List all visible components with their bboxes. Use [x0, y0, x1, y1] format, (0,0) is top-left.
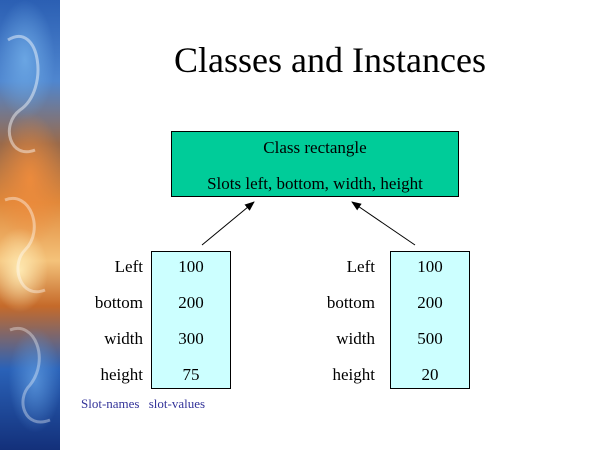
right-instance-slot-name: height	[332, 365, 376, 384]
left-instance-slot-name: bottom	[94, 293, 143, 312]
right-instance-slot-value: 100	[417, 257, 443, 276]
right-instance-slot-name: Left	[346, 257, 375, 276]
right-instance-slot-value: 500	[417, 329, 443, 348]
right-instance-slot-name: bottom	[326, 293, 375, 312]
right-instance-slot-value: 200	[417, 293, 443, 312]
slide-title: Classes and Instances	[174, 40, 486, 80]
right-instance-slot-value: 20	[421, 365, 439, 384]
class-slots-text: Slots left, bottom, width, height	[207, 174, 423, 193]
slot-caption: Slot-names slot-values	[81, 396, 205, 412]
decorative-side-band	[0, 0, 60, 450]
left-instance-slot-name: height	[100, 365, 144, 384]
right-instance-slot-name: width	[336, 329, 375, 348]
left-instance-values-box: 100 200 300 75	[151, 251, 231, 389]
slot-values-caption: slot-values	[148, 396, 206, 411]
left-instance-slot-name: width	[104, 329, 143, 348]
class-rectangle-box: Class rectangle Slots left, bottom, widt…	[171, 131, 459, 197]
left-instance-arrow	[201, 201, 255, 246]
left-instance-slot-name: Left	[114, 257, 143, 276]
class-name-text: Class rectangle	[263, 138, 367, 157]
left-instance-slot-value: 100	[178, 257, 204, 276]
left-instance-slot-value: 200	[178, 293, 204, 312]
right-instance-arrow	[351, 201, 416, 246]
decorative-swirl-graphic	[4, 35, 51, 424]
left-instance-slot-value: 300	[178, 329, 204, 348]
right-instance-values-box: 100 200 500 20	[390, 251, 470, 389]
left-instance-slot-value: 75	[182, 365, 200, 384]
slot-names-caption: Slot-names	[81, 396, 140, 411]
